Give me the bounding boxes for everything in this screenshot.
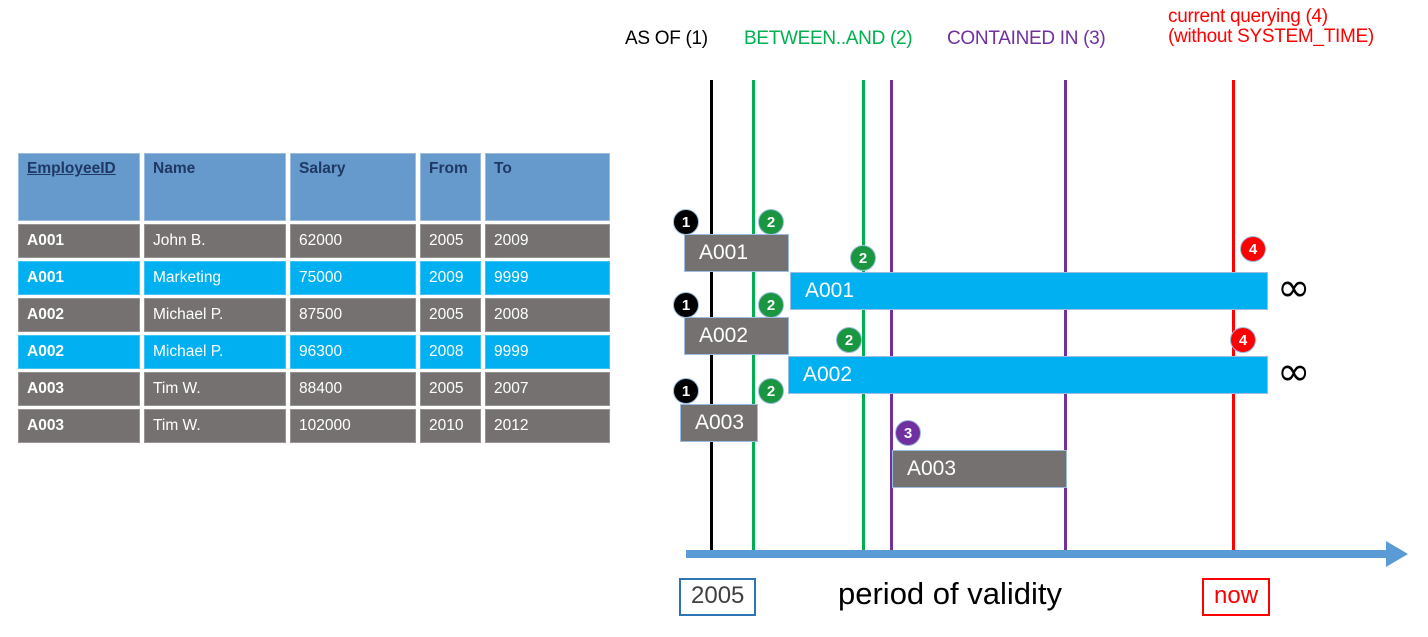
cell-employeeid: A003	[18, 372, 140, 406]
cell-from: 2005	[420, 298, 481, 332]
cell-to: 9999	[485, 261, 610, 295]
badge-1-a003: 1	[673, 378, 699, 404]
badge-3-a003: 3	[895, 420, 921, 446]
bar-a003-historic: A003	[680, 404, 758, 442]
bar-label: A001	[699, 241, 749, 264]
axis-center-label: period of validity	[838, 576, 1063, 611]
timeline-axis-line	[686, 550, 1386, 558]
cell-name: Tim W.	[144, 372, 286, 406]
cell-from: 2008	[420, 335, 481, 369]
badge-2-a001-current: 2	[850, 245, 876, 271]
badge-2-a002: 2	[758, 292, 784, 318]
cell-to: 9999	[485, 335, 610, 369]
badge-4-a002: 4	[1230, 327, 1256, 353]
axis-now-label: now	[1202, 578, 1271, 616]
bar-label: A003	[695, 411, 745, 434]
between-start-line	[752, 80, 755, 558]
cell-salary: 62000	[290, 224, 416, 258]
cell-name: Michael P.	[144, 335, 286, 369]
bar-label: A002	[699, 324, 749, 347]
table-row: A001 Marketing 75000 2009 9999	[18, 261, 610, 295]
table-row: A002 Michael P. 87500 2005 2008	[18, 298, 610, 332]
legend-between-and: BETWEEN..AND (2)	[744, 28, 913, 49]
cell-salary: 88400	[290, 372, 416, 406]
legend-as-of: AS OF (1)	[625, 28, 708, 49]
cell-salary: 96300	[290, 335, 416, 369]
contained-start-line	[890, 80, 893, 558]
infinity-icon-a002: ∞	[1277, 349, 1311, 395]
contained-end-line	[1064, 80, 1067, 558]
cell-employeeid: A001	[18, 261, 140, 295]
badge-1-a002: 1	[673, 292, 699, 318]
between-end-line	[862, 80, 865, 558]
legend-current-querying-line1: current querying (4)	[1168, 6, 1328, 27]
axis-start-label: 2005	[679, 578, 757, 616]
column-header-salary: Salary	[290, 153, 416, 221]
column-header-to: To	[485, 153, 610, 221]
cell-to: 2008	[485, 298, 610, 332]
as-of-line	[710, 80, 713, 558]
infinity-icon-a001: ∞	[1277, 265, 1311, 311]
bar-label: A003	[907, 457, 957, 480]
cell-from: 2005	[420, 224, 481, 258]
bar-a002-current: A002	[788, 356, 1268, 394]
cell-employeeid: A002	[18, 298, 140, 332]
badge-1-a001: 1	[673, 209, 699, 235]
cell-from: 2010	[420, 409, 481, 443]
legend-current-querying-line2: (without SYSTEM_TIME)	[1168, 25, 1374, 47]
bar-a001-current: A001	[790, 272, 1268, 310]
cell-to: 2009	[485, 224, 610, 258]
cell-salary: 75000	[290, 261, 416, 295]
cell-employeeid: A001	[18, 224, 140, 258]
cell-name: Michael P.	[144, 298, 286, 332]
badge-4-a001: 4	[1240, 236, 1266, 262]
cell-employeeid: A003	[18, 409, 140, 443]
cell-to: 2012	[485, 409, 610, 443]
employee-history-table: EmployeeID Name Salary From To A001 John…	[14, 150, 614, 446]
cell-name: Tim W.	[144, 409, 286, 443]
cell-name: John B.	[144, 224, 286, 258]
badge-2-a001: 2	[758, 209, 784, 235]
now-line	[1232, 80, 1235, 558]
cell-employeeid: A002	[18, 335, 140, 369]
table-row: A003 Tim W. 88400 2005 2007	[18, 372, 610, 406]
column-header-employeeid-label: EmployeeID	[27, 160, 116, 177]
cell-salary: 102000	[290, 409, 416, 443]
bar-label: A002	[803, 363, 853, 386]
table-row: A001 John B. 62000 2005 2009	[18, 224, 610, 258]
bar-label: A001	[805, 279, 855, 302]
table-header: EmployeeID Name Salary From To	[18, 153, 610, 221]
cell-to: 2007	[485, 372, 610, 406]
column-header-from: From	[420, 153, 481, 221]
column-header-name: Name	[144, 153, 286, 221]
cell-salary: 87500	[290, 298, 416, 332]
cell-from: 2009	[420, 261, 481, 295]
bar-a003-second: A003	[892, 450, 1067, 488]
cell-from: 2005	[420, 372, 481, 406]
table-row: A003 Tim W. 102000 2010 2012	[18, 409, 610, 443]
table-header-row: EmployeeID Name Salary From To	[18, 153, 610, 221]
table-row: A002 Michael P. 96300 2008 9999	[18, 335, 610, 369]
timeline-axis-arrow	[1386, 541, 1408, 567]
table-body: A001 John B. 62000 2005 2009 A001 Market…	[18, 224, 610, 443]
column-header-employeeid: EmployeeID	[18, 153, 140, 221]
cell-name: Marketing	[144, 261, 286, 295]
bar-a002-historic: A002	[684, 317, 789, 355]
legend-contained-in: CONTAINED IN (3)	[947, 28, 1106, 49]
badge-2-a002-current: 2	[836, 327, 862, 353]
badge-2-a003: 2	[758, 378, 784, 404]
bar-a001-historic: A001	[684, 234, 789, 272]
legend-current-querying: current querying (4) (without SYSTEM_TIM…	[1168, 7, 1374, 47]
